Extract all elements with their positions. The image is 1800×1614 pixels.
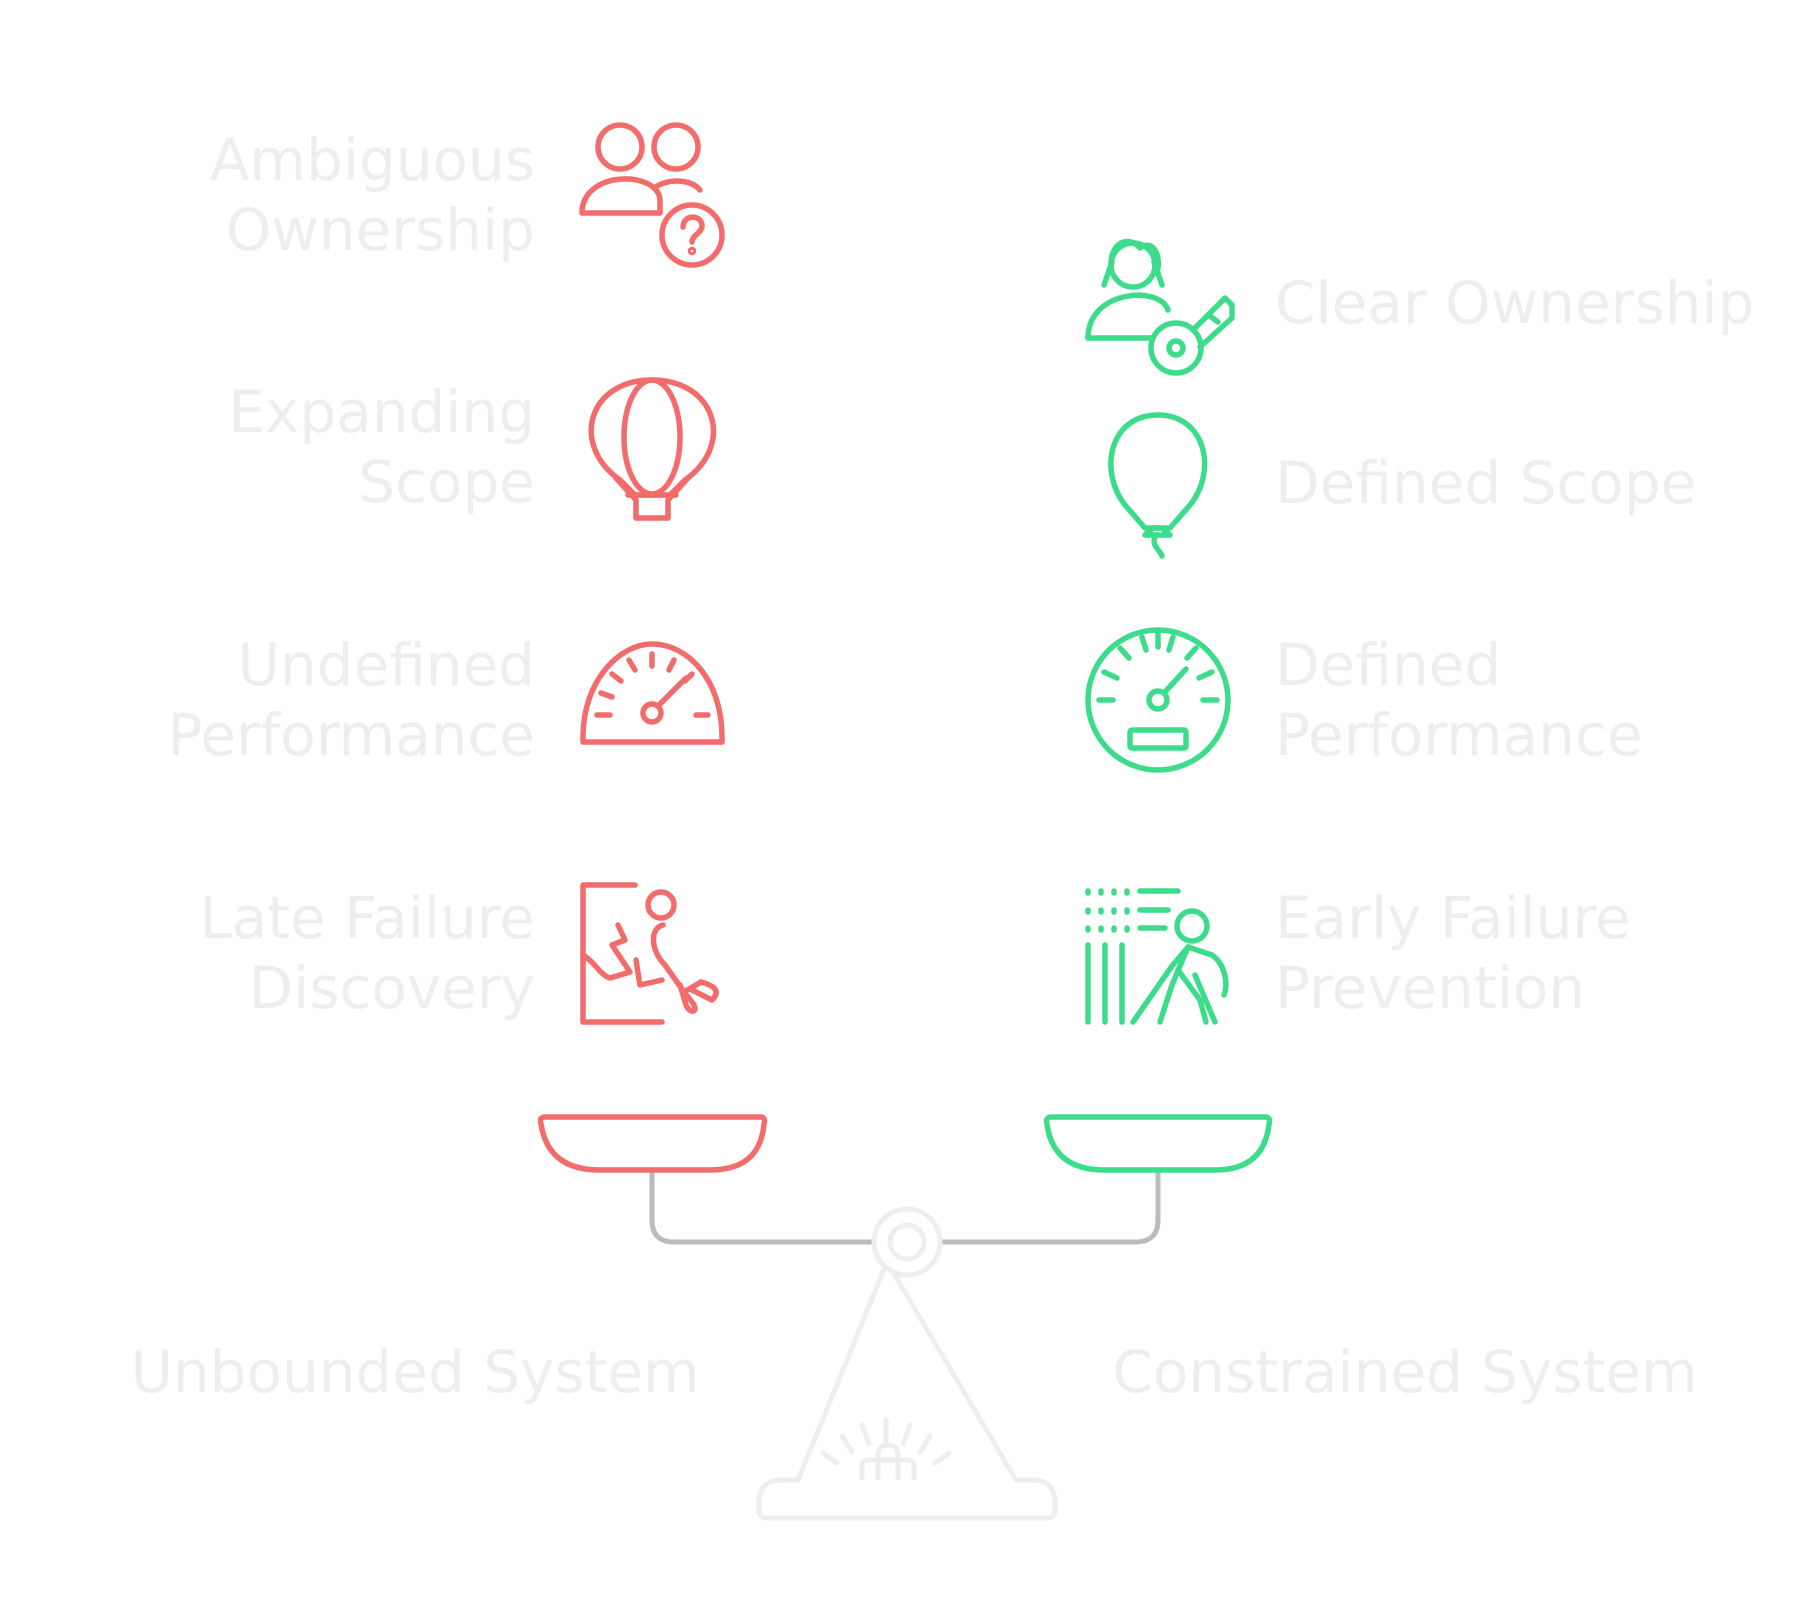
label-early-failure-prevention: Early Failure Prevention bbox=[1275, 884, 1631, 1022]
right-pan bbox=[1043, 1114, 1273, 1173]
label-late-failure-discovery: Late Failure Discovery bbox=[199, 884, 535, 1022]
speedometer-icon bbox=[580, 641, 725, 745]
alarm-light-icon bbox=[820, 1417, 952, 1481]
scale-stand bbox=[756, 1259, 1058, 1521]
person-falling-door-icon bbox=[580, 882, 719, 1025]
person-key-icon bbox=[1085, 238, 1235, 376]
label-expanding-scope: Expanding Scope bbox=[228, 378, 535, 516]
label-ambiguous-ownership: Ambiguous Ownership bbox=[209, 126, 535, 264]
person-walking-cane-icon bbox=[1085, 888, 1229, 1025]
balloon-icon bbox=[1108, 412, 1208, 559]
users-question-icon bbox=[579, 122, 725, 268]
label-defined-performance: Defined Performance bbox=[1275, 631, 1643, 769]
label-defined-scope: Defined Scope bbox=[1275, 449, 1697, 517]
label-undefined-performance: Undefined Performance bbox=[167, 631, 535, 769]
label-clear-ownership: Clear Ownership bbox=[1275, 269, 1755, 337]
left-pan bbox=[537, 1114, 768, 1173]
gauge-icon bbox=[1085, 627, 1231, 773]
hot-air-balloon-icon bbox=[588, 377, 717, 521]
title-constrained-system: Constrained System bbox=[1112, 1338, 1698, 1406]
scale-pivot bbox=[871, 1206, 943, 1278]
title-unbounded-system: Unbounded System bbox=[130, 1338, 700, 1406]
